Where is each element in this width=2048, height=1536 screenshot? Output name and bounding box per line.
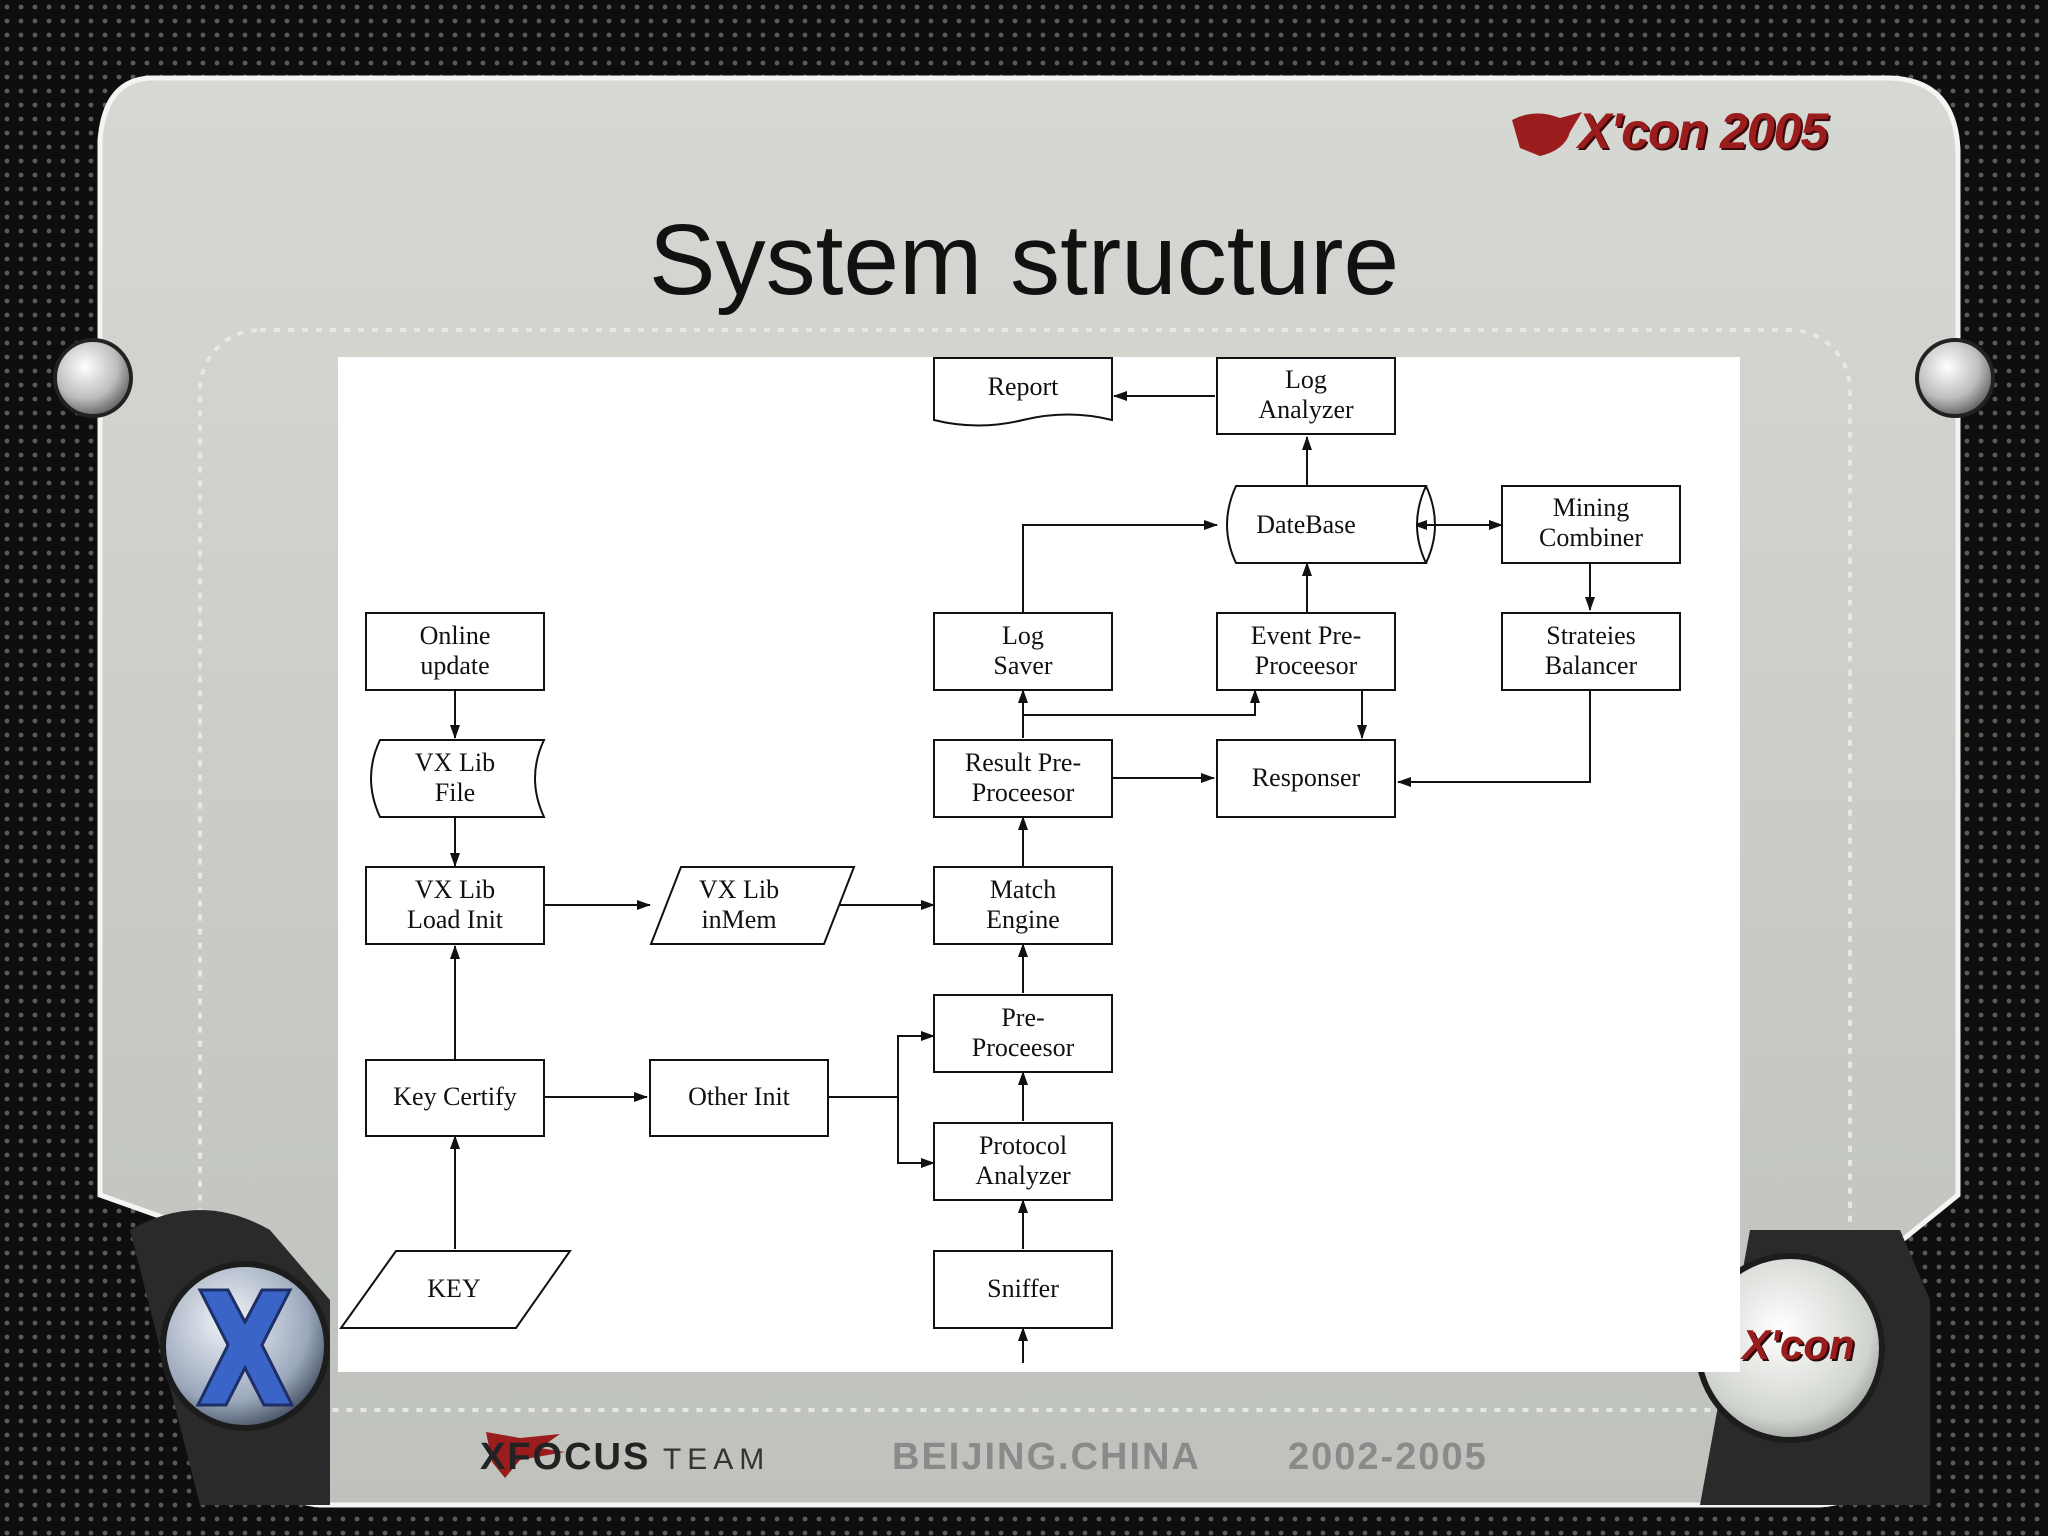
log-analyzer-shape <box>1216 357 1396 435</box>
node-vx-lib-load-init-line2: Load Init <box>407 905 504 934</box>
node-strateies-balancer-line1: Strateies <box>1546 621 1636 650</box>
node-result-preproc-line1: Result Pre- <box>965 748 1081 777</box>
slide-title: System structure <box>648 204 1400 316</box>
node-preproc-line2: Proceesor <box>972 1033 1075 1062</box>
flowchart: Report Log Analyzer DateBase Mining Comb… <box>339 357 1681 1363</box>
edge-logsaver-datebase <box>1022 520 1218 612</box>
node-protocol-analyzer-line1: Protocol <box>979 1131 1067 1160</box>
node-vx-lib-inmem-line2: inMem <box>701 905 776 934</box>
node-report: Report <box>988 372 1060 401</box>
node-sniffer: Sniffer <box>987 1274 1059 1303</box>
node-strateies-balancer-line2: Balancer <box>1545 651 1638 680</box>
key-certify-shape <box>365 1059 545 1137</box>
node-datebase: DateBase <box>1256 510 1356 539</box>
node-responser: Responser <box>1252 763 1361 792</box>
node-other-init: Other Init <box>688 1082 791 1111</box>
datebase-cylinder-end <box>1425 485 1436 564</box>
node-mining-combiner-line1: Mining <box>1553 493 1630 522</box>
node-mining-combiner-line2: Combiner <box>1539 523 1643 552</box>
node-log-saver-line2: Saver <box>993 651 1053 680</box>
vx-lib-load-init-shape <box>365 866 545 945</box>
node-protocol-analyzer-line2: Analyzer <box>975 1161 1071 1190</box>
footer-team-thin: TEAM <box>662 1443 771 1476</box>
key-shape <box>339 1250 572 1329</box>
node-vx-lib-file-line2: File <box>435 778 475 807</box>
log-saver-shape <box>933 612 1113 691</box>
connectors <box>450 391 1595 1363</box>
vx-lib-inmem-shape <box>649 866 856 945</box>
footer-team-bold: XFOCUS <box>480 1436 651 1478</box>
node-online-update-line2: update <box>420 651 489 680</box>
result-preproc-shape <box>933 739 1113 818</box>
online-update-shape <box>365 612 545 691</box>
mining-combiner-shape <box>1501 485 1681 564</box>
edge-strateies-responser <box>1397 690 1591 787</box>
node-key-certify: Key Certify <box>393 1082 516 1111</box>
edge-fork-protocol <box>897 1097 935 1168</box>
match-engine-shape <box>933 866 1113 945</box>
node-vx-lib-load-init-line1: VX Lib <box>415 875 495 904</box>
node-event-preproc-line1: Event Pre- <box>1251 621 1361 650</box>
event-logo: X'con 2005 <box>1578 103 1828 159</box>
system-structure-diagram: Report Log Analyzer DateBase Mining Comb… <box>338 357 1740 1372</box>
edge-result-event <box>1023 689 1260 716</box>
node-online-update-line1: Online <box>420 621 491 650</box>
node-labels: Report Log Analyzer DateBase Mining Comb… <box>393 365 1643 1303</box>
footer-team: XFOCUS TEAM <box>480 1436 770 1479</box>
footer-years: 2002-2005 <box>1288 1436 1488 1478</box>
protocol-analyzer-shape <box>933 1122 1113 1201</box>
sniffer-shape <box>933 1250 1113 1329</box>
node-match-engine-line2: Engine <box>986 905 1060 934</box>
event-preproc-shape <box>1216 612 1396 691</box>
nodes <box>339 357 1681 1329</box>
vx-lib-file-shape <box>370 739 546 818</box>
corner-logo: X'con <box>1742 1321 1855 1368</box>
other-init-shape <box>649 1059 829 1137</box>
responser-shape <box>1216 739 1396 818</box>
node-key: KEY <box>427 1274 481 1303</box>
node-vx-lib-file-line1: VX Lib <box>415 748 495 777</box>
footer-location: BEIJING.CHINA <box>892 1436 1201 1478</box>
node-result-preproc-line2: Proceesor <box>972 778 1075 807</box>
strateies-balancer-shape <box>1501 612 1681 691</box>
node-event-preproc-line2: Proceesor <box>1255 651 1358 680</box>
node-log-analyzer-line2: Analyzer <box>1258 395 1354 424</box>
preproc-shape <box>933 994 1113 1073</box>
node-preproc-line1: Pre- <box>1001 1003 1044 1032</box>
report-shape <box>933 357 1113 427</box>
node-log-analyzer-line1: Log <box>1285 365 1327 394</box>
node-match-engine-line1: Match <box>990 875 1056 904</box>
node-vx-lib-inmem-line1: VX Lib <box>699 875 779 904</box>
edge-fork-preproc <box>897 1031 935 1097</box>
node-log-saver-line1: Log <box>1002 621 1044 650</box>
